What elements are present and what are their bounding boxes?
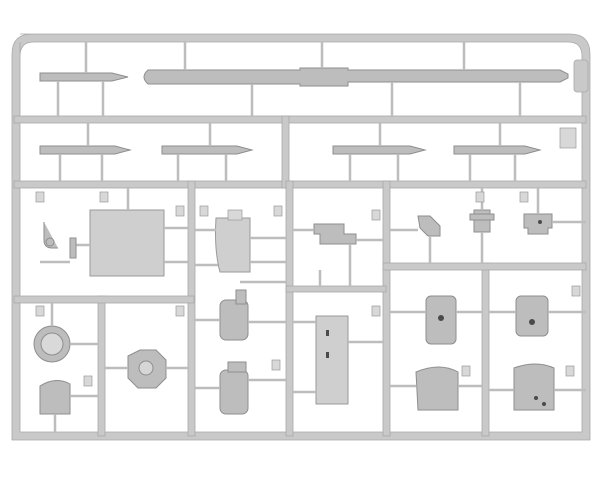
mantlet-block-1 [390,295,482,345]
curved-shield-1 [390,366,482,411]
mantlet-block-2 [489,295,586,337]
sprue-end-tab [573,59,589,93]
sprue-letter-tab [559,127,577,149]
hatch-cover [105,349,188,389]
shell-row2-1 [39,123,132,181]
gate-tags [35,191,581,387]
curved-bracket [39,380,98,432]
hinge-clip-1 [390,215,441,263]
shell-row2-4 [453,123,577,181]
cylinder-housing-2 [195,361,286,415]
sprue-frame [11,33,591,441]
cylinder-housing-1 [195,280,286,341]
curved-shield-2 [489,363,586,411]
armor-plate [70,188,188,277]
shell-row2-3 [332,123,427,181]
gun-barrel [143,42,569,116]
small-hook-part [40,222,77,264]
shell-top-left [39,42,129,116]
shell-row2-2 [161,123,254,181]
angled-panel [195,209,286,273]
hinge-clip-3 [523,188,586,235]
mount-frame [293,315,383,405]
ring-gear-part [33,303,98,363]
internal-runners [13,115,587,437]
bracket-part [293,223,383,286]
